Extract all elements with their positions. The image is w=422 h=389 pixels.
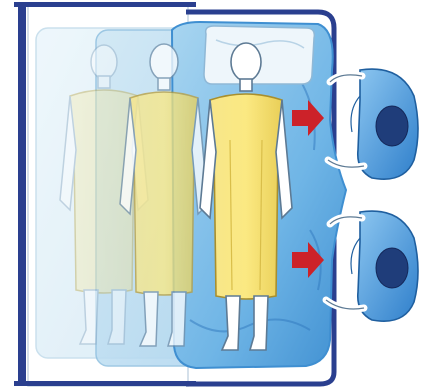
- caregiver-icon: [326, 211, 418, 321]
- caregiver-icon: [328, 69, 418, 179]
